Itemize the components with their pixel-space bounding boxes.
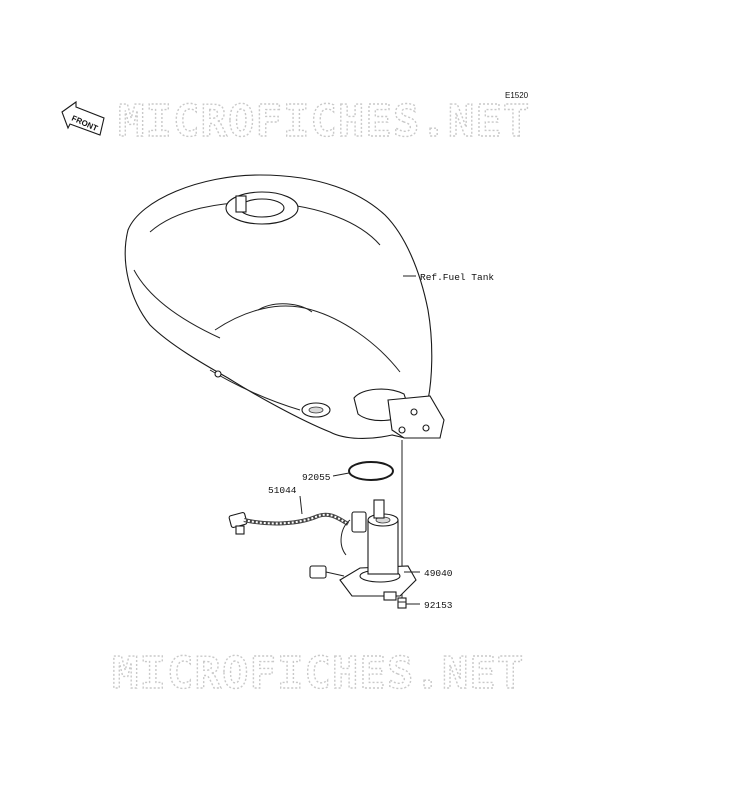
wiring-harness-part [228, 512, 350, 535]
front-arrow-icon: FRONT [61, 100, 105, 136]
o-ring-part [348, 461, 394, 481]
part-number-92153: 92153 [424, 600, 453, 611]
diagram-code: E1520 [505, 91, 529, 100]
fuel-tank [124, 174, 445, 439]
part-number-92055: 92055 [302, 472, 331, 483]
bolt-part [397, 597, 407, 609]
part-number-49040: 49040 [424, 568, 453, 579]
watermark-bottom: MICROFICHES.NET [112, 648, 524, 699]
part-number-51044: 51044 [268, 485, 297, 496]
fuel-pump-part [309, 499, 417, 601]
watermark-top: MICROFICHES.NET [118, 96, 530, 147]
ref-fuel-tank-label: Ref.Fuel Tank [420, 272, 494, 283]
